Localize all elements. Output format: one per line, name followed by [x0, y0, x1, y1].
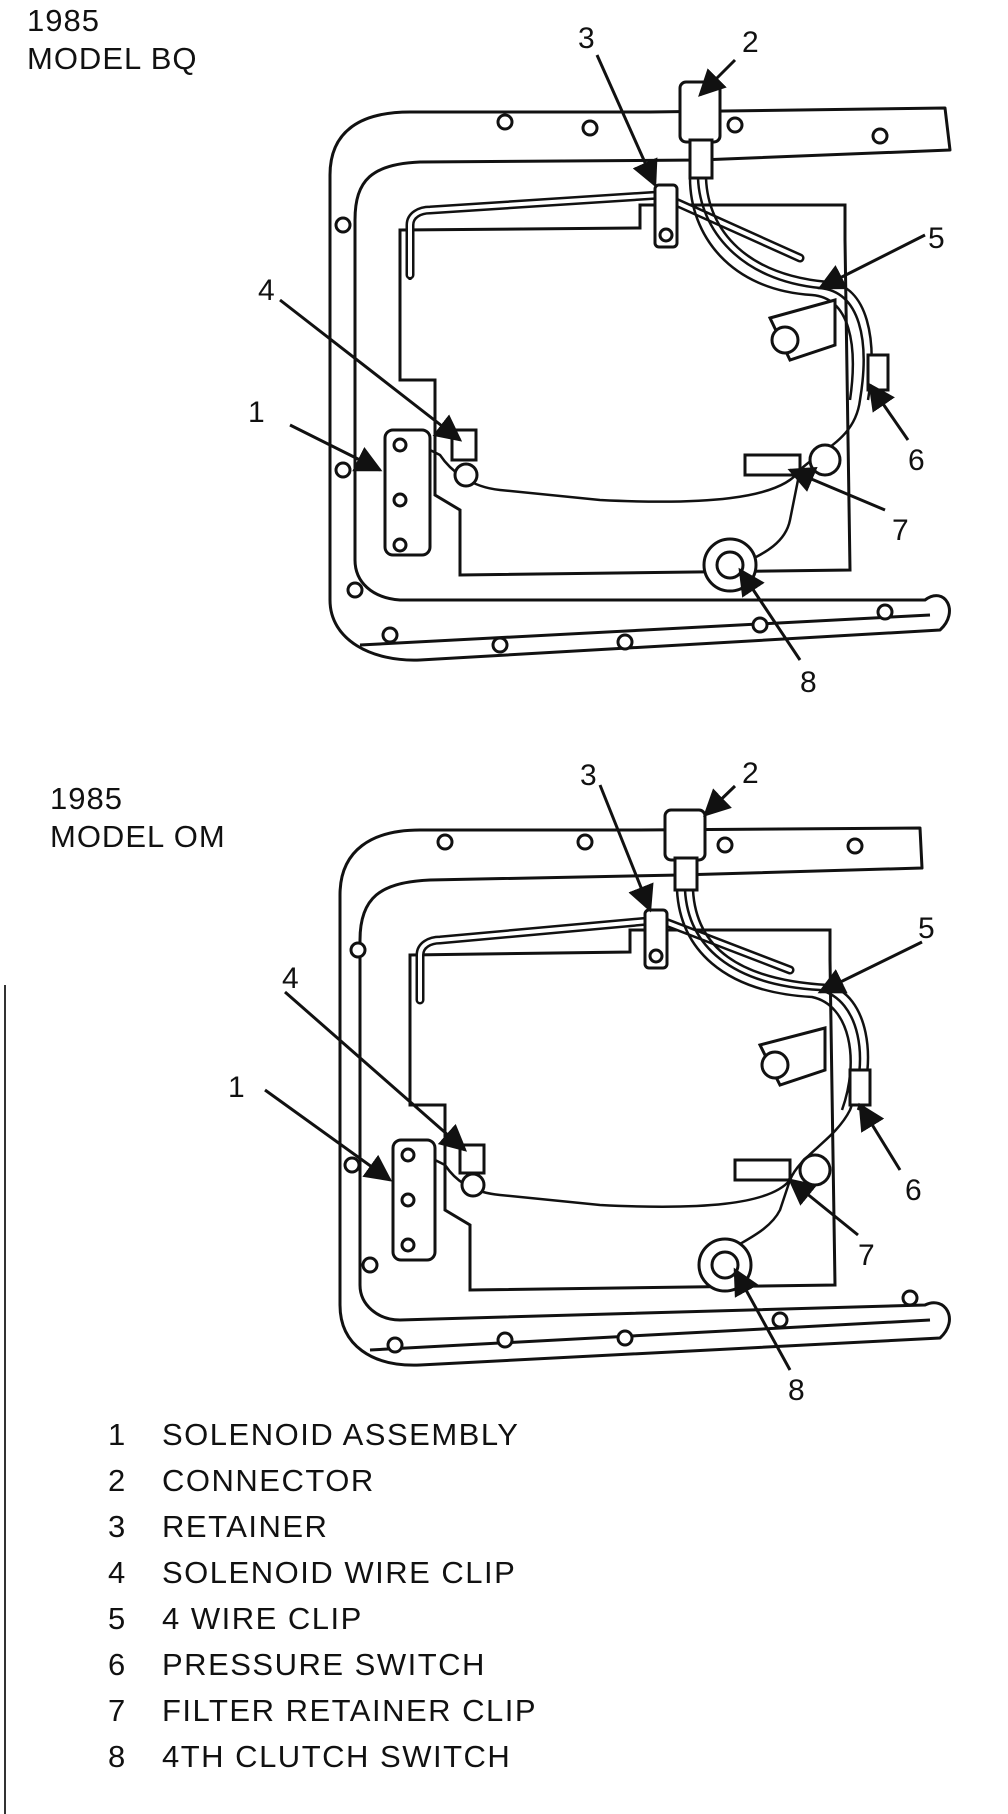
legend-number: 1 — [108, 1417, 127, 1452]
legend-label: 4 WIRE CLIP — [162, 1601, 363, 1636]
legend-item: 2 CONNECTOR — [108, 1458, 537, 1504]
solenoid-assembly — [383, 428, 432, 557]
valve-body — [408, 928, 837, 1292]
legend-number: 8 — [108, 1739, 127, 1774]
legend-number: 2 — [108, 1463, 127, 1498]
legend-item: 6 PRESSURE SWITCH — [108, 1642, 537, 1688]
title-model-bq: 1985 MODEL BQ — [27, 2, 198, 78]
connector — [663, 808, 707, 892]
bolt-holes — [343, 833, 919, 1354]
callout-2: 2 — [742, 26, 759, 59]
diagram-model-om: 1 2 3 4 5 6 7 8 — [228, 760, 951, 1407]
retainer — [653, 183, 679, 249]
callout-5: 5 — [928, 222, 945, 255]
legend-number: 7 — [108, 1693, 127, 1728]
connector — [678, 80, 722, 180]
title-model: MODEL OM — [50, 819, 226, 854]
title-model-om: 1985 MODEL OM — [50, 780, 226, 856]
filter-retainer-clip — [733, 1153, 832, 1187]
title-model: MODEL BQ — [27, 41, 198, 76]
valve-body — [398, 203, 852, 577]
legend-label: SOLENOID WIRE CLIP — [162, 1555, 517, 1590]
legend-number: 3 — [108, 1509, 127, 1544]
title-year: 1985 — [50, 781, 123, 816]
legend-label: FILTER RETAINER CLIP — [162, 1693, 538, 1728]
four-wire-clip — [767, 298, 837, 362]
solenoid-assembly — [391, 1138, 437, 1262]
left-border-line — [4, 985, 6, 1814]
legend-label: 4TH CLUTCH SWITCH — [162, 1739, 512, 1774]
legend-number: 6 — [108, 1647, 127, 1682]
four-wire-clip — [757, 1026, 827, 1087]
legend-label: SOLENOID ASSEMBLY — [162, 1417, 520, 1452]
callout-8: 8 — [800, 666, 817, 699]
legend-item: 8 4TH CLUTCH SWITCH — [108, 1734, 537, 1780]
legend-item: 3 RETAINER — [108, 1504, 537, 1550]
callout-4: 4 — [258, 274, 275, 307]
callout-1: 1 — [228, 1071, 245, 1104]
callout-4: 4 — [282, 962, 299, 995]
bolt-holes — [334, 113, 894, 654]
callout-6: 6 — [905, 1174, 922, 1207]
pressure-switch — [848, 1068, 872, 1107]
callout-3: 3 — [578, 22, 595, 55]
legend-label: RETAINER — [162, 1509, 329, 1544]
callout-1: 1 — [248, 396, 265, 429]
legend-item: 5 4 WIRE CLIP — [108, 1596, 537, 1642]
legend-label: CONNECTOR — [162, 1463, 375, 1498]
legend-item: 7 FILTER RETAINER CLIP — [108, 1688, 537, 1734]
leader-lines — [279, 54, 926, 661]
callout-8: 8 — [788, 1374, 805, 1407]
callout-2: 2 — [742, 760, 759, 790]
retainer — [643, 908, 669, 970]
pan-gasket-inner — [359, 613, 931, 647]
callout-6: 6 — [908, 444, 925, 477]
legend-number: 4 — [108, 1555, 127, 1590]
legend-number: 5 — [108, 1601, 127, 1636]
leader-lines — [264, 784, 923, 1371]
pan-gasket-inner — [369, 1318, 931, 1352]
pan-gasket-outer — [328, 106, 952, 662]
legend-label: PRESSURE SWITCH — [162, 1647, 486, 1682]
solenoid-wire-clip — [458, 1143, 486, 1198]
callout-3: 3 — [580, 760, 597, 792]
diagram-model-bq: 1 2 3 4 5 6 7 8 — [248, 22, 952, 699]
callout-7: 7 — [858, 1239, 875, 1272]
wiring-harness — [419, 177, 873, 567]
callout-5: 5 — [918, 912, 935, 945]
legend-item: 4 SOLENOID WIRE CLIP — [108, 1550, 537, 1596]
legend-item: 1 SOLENOID ASSEMBLY — [108, 1412, 537, 1458]
title-year: 1985 — [27, 3, 100, 38]
callout-7: 7 — [892, 514, 909, 547]
pan-gasket-outer — [338, 826, 951, 1367]
